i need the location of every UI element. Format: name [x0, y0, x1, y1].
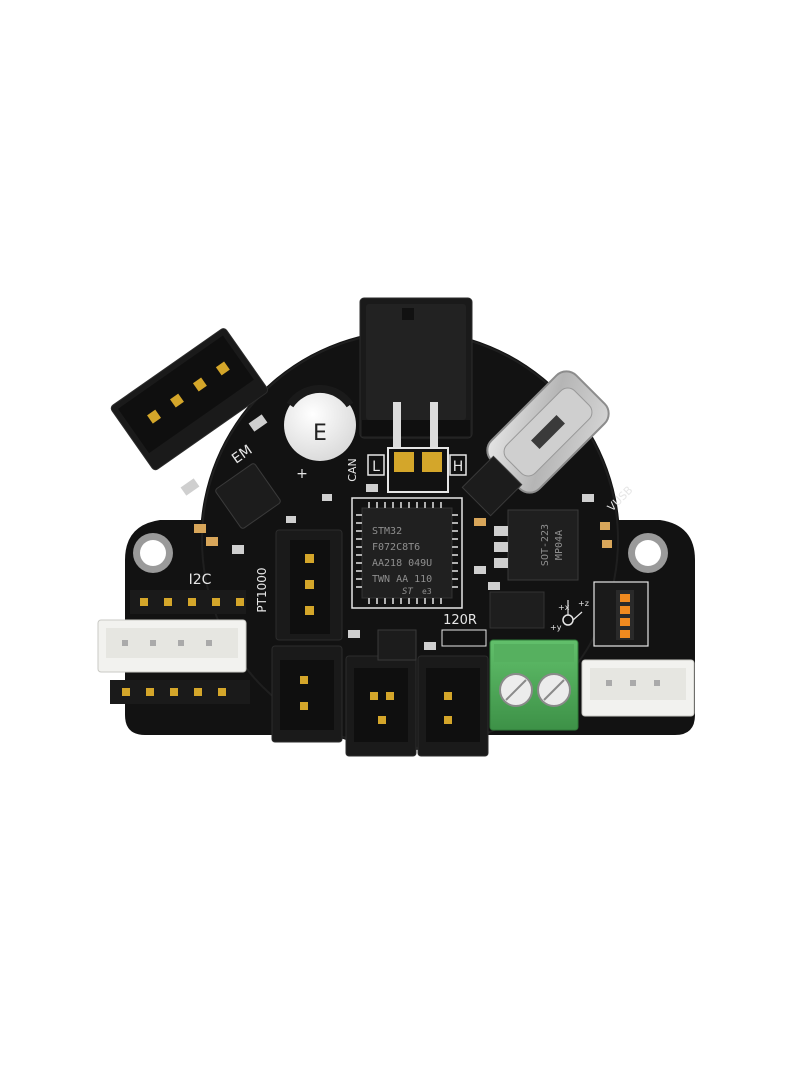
mounting-hole-left	[133, 533, 173, 573]
axis-x-label: +x	[558, 603, 570, 612]
electrolytic-capacitor: E +	[284, 384, 356, 482]
endstop-connector	[110, 328, 269, 471]
i2c-label: I2C	[189, 572, 212, 588]
capacitor-plus-label: +	[296, 466, 308, 482]
mcu-line-1: STM32	[372, 526, 402, 537]
dip-switch	[593, 581, 649, 647]
pt1000-connector: PT1000	[255, 529, 343, 641]
mcu-mark: e3	[422, 587, 432, 596]
inductor	[377, 629, 417, 661]
mounting-hole-right	[628, 533, 668, 573]
mcu-line-3: AA218 049U	[372, 558, 432, 569]
ldo-label-2: MP04A	[554, 530, 565, 560]
top-fan-connector	[359, 297, 473, 448]
mcu-line-2: F072C8T6	[372, 542, 420, 553]
can-label: CAN	[346, 458, 359, 481]
mcu-line-4: TWN AA 110	[372, 574, 432, 585]
can-l-label: L	[372, 459, 380, 475]
axis-indicator: +x +y +z	[550, 599, 589, 632]
usb-c-connector	[486, 370, 610, 494]
jst-connector-right	[581, 659, 695, 717]
bottom-connector-3	[417, 655, 489, 757]
jst-connector-left	[97, 619, 247, 673]
capacitor-mark: E	[313, 421, 327, 446]
jumper-120r: 120R	[441, 613, 487, 647]
can-transceiver-chip	[489, 591, 545, 629]
can-h-label: H	[453, 459, 464, 475]
ldo-regulator: SOT-223 MP04A	[494, 509, 579, 581]
pt1000-label: PT1000	[255, 567, 269, 612]
120r-label: 120R	[443, 613, 477, 628]
mcu-chip: STM32 F072C8T6 AA218 049U TWN AA 110 ST …	[351, 497, 463, 609]
st-logo: ST	[402, 587, 413, 597]
mosfet-chip	[461, 455, 523, 517]
i2c-header: I2C	[130, 572, 246, 614]
screw-terminal-block	[489, 639, 579, 731]
axis-y-label: +y	[550, 623, 562, 632]
accelerometer-chip	[215, 463, 281, 529]
bottom-pin-header	[110, 680, 250, 704]
can-header: L H CAN	[346, 447, 467, 493]
bottom-connector-1	[271, 645, 343, 743]
axis-z-label: +z	[578, 599, 589, 608]
ldo-label-1: SOT-223	[540, 524, 551, 566]
bottom-connector-2	[345, 655, 417, 757]
